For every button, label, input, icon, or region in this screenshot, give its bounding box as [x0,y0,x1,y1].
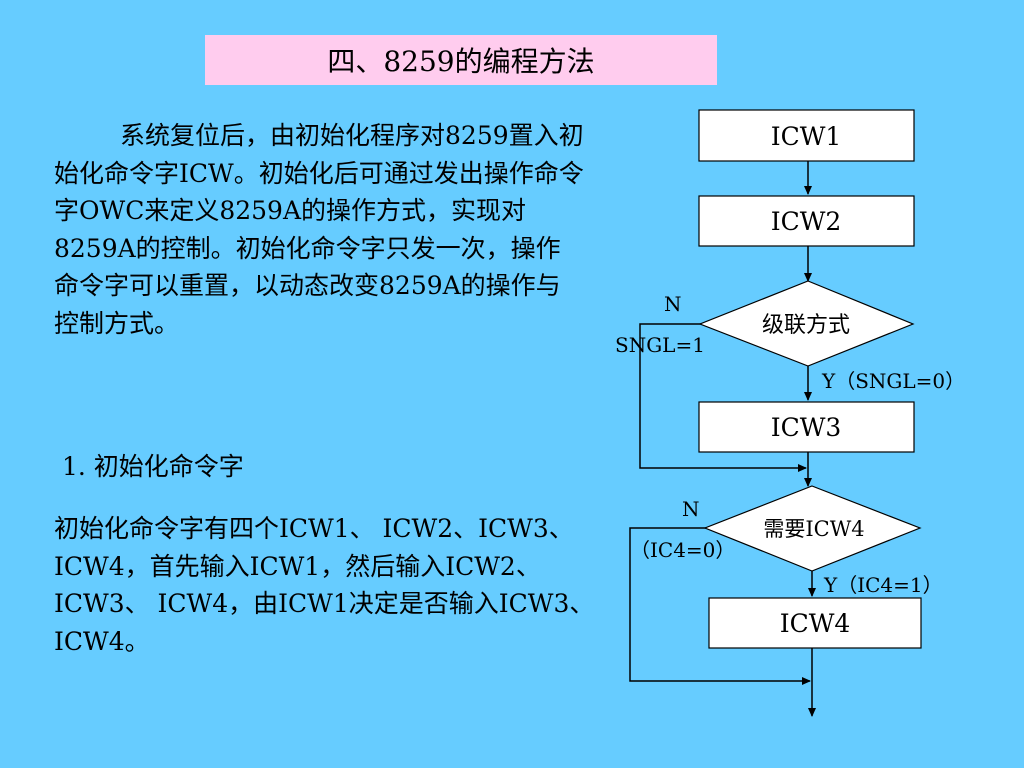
need-icw4-yes-label: Y（IC4=1） [823,573,943,597]
intro-paragraph: 系统复位后，由初始化程序对8259置入初始化命令字ICW。初始化后可通过发出操作… [54,117,584,342]
icw2-box: ICW2 [698,195,915,247]
need-icw4-decision: 需要ICW4 [703,485,922,572]
cascade-decision: 级联方式 [698,280,915,367]
bypass-line-sngl-1 [639,323,807,472]
icw-paragraph: 初始化命令字有四个ICW1、 ICW2、ICW3、 ICW4，首先输入ICW1，… [54,514,595,656]
slide-title: 四、8259的编程方法 [327,45,595,78]
icw1-label: ICW1 [771,122,842,151]
need-icw4-decision-label: 需要ICW4 [763,517,864,541]
bypass-line-ic4-0 [629,527,811,685]
icw3-label: ICW3 [771,413,842,442]
icw3-box: ICW3 [698,401,915,453]
icw1-box: ICW1 [698,109,915,162]
need-icw4-no-label: N [682,497,700,521]
section-heading: 1. 初始化命令字 [62,452,244,481]
icw4-box: ICW4 [708,597,922,649]
icw2-label: ICW2 [771,207,842,236]
intro-paragraph-text: 系统复位后，由初始化程序对8259置入初始化命令字ICW。初始化后可通过发出操作… [54,121,584,338]
slide-title-box: 四、8259的编程方法 [205,35,717,85]
icw4-label: ICW4 [780,609,851,638]
cascade-decision-label: 级联方式 [762,313,850,338]
cascade-yes-label: Y（SNGL=0） [821,369,965,393]
sngl-1-label: SNGL=1 [615,333,705,357]
cascade-no-label: N [664,292,682,316]
ic4-0-label: （IC4=0） [630,538,735,562]
